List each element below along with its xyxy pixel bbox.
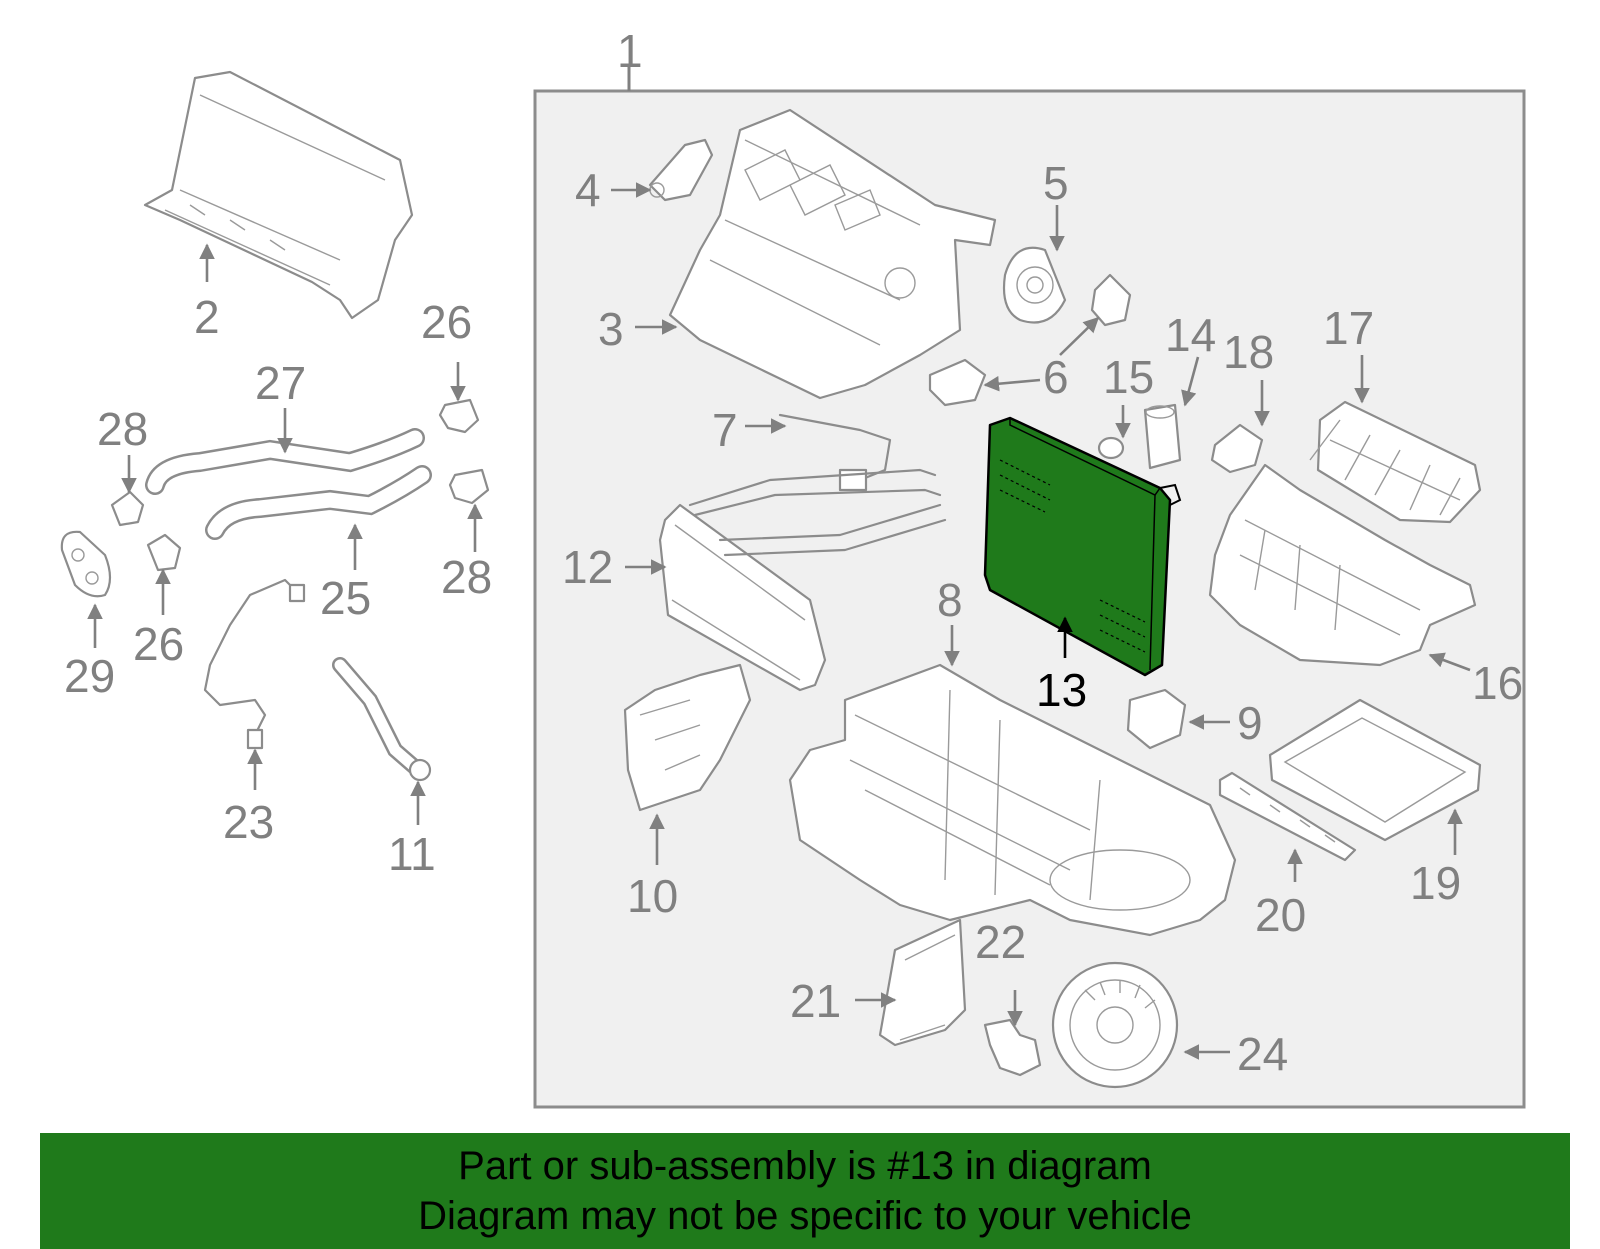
part-5 [1002,246,1067,324]
part-19 [1268,698,1482,842]
label-16: 16 [1472,657,1523,709]
label-26-top: 26 [421,296,472,348]
part-14 [1143,403,1182,470]
label-11: 11 [388,828,436,880]
label-26-left: 26 [133,618,184,670]
part-26-left [146,533,182,572]
label-23: 23 [223,796,274,848]
part-29 [60,530,112,598]
part-3 [668,108,997,400]
part-20 [1218,771,1357,862]
part-26-top [438,398,480,434]
label-22: 22 [975,916,1026,968]
label-2: 2 [194,291,220,343]
label-29: 29 [64,650,115,702]
part-28-left [110,490,145,527]
label-19: 19 [1410,857,1461,909]
label-10: 10 [627,870,678,922]
banner-line-2: Diagram may not be specific to your vehi… [418,1194,1192,1238]
part-21 [878,918,967,1047]
label-28-left: 28 [97,403,148,455]
leader-arrows [87,182,1471,1060]
part-16 [1208,463,1477,667]
label-6: 6 [1043,351,1069,403]
part-28-right [448,468,490,505]
part-24 [1051,961,1179,1089]
label-14: 14 [1165,309,1216,361]
label-7: 7 [712,404,738,456]
label-8: 8 [937,574,963,626]
part-15 [1097,436,1125,460]
label-27: 27 [255,357,306,409]
label-28-right: 28 [441,551,492,603]
label-24: 24 [1237,1028,1288,1080]
part-10 [623,663,752,812]
part-18 [1210,423,1264,474]
label-5: 5 [1043,157,1069,209]
label-13-highlighted: 13 [1036,664,1087,716]
part-4 [648,138,714,202]
info-banner: Part or sub-assembly is #13 in diagram D… [40,1133,1570,1249]
part-23 [203,578,306,750]
label-12: 12 [562,541,613,593]
label-15: 15 [1103,351,1154,403]
banner-line-1: Part or sub-assembly is #13 in diagram [458,1144,1152,1188]
part-11 [332,657,432,782]
part-2 [143,70,414,320]
part-8 [788,663,1237,937]
part-9 [1126,688,1187,750]
label-20: 20 [1255,889,1306,941]
part-13-highlighted [983,416,1182,677]
label-17: 17 [1323,302,1374,354]
label-9: 9 [1237,697,1263,749]
part-6 [928,273,1132,407]
label-21: 21 [790,975,841,1027]
label-25: 25 [320,572,371,624]
label-3: 3 [598,303,624,355]
label-18: 18 [1223,326,1274,378]
part-27 [145,428,425,495]
part-17 [1309,400,1482,524]
part-25 [205,465,432,540]
label-1: 1 [617,25,643,77]
label-4: 4 [575,164,601,216]
